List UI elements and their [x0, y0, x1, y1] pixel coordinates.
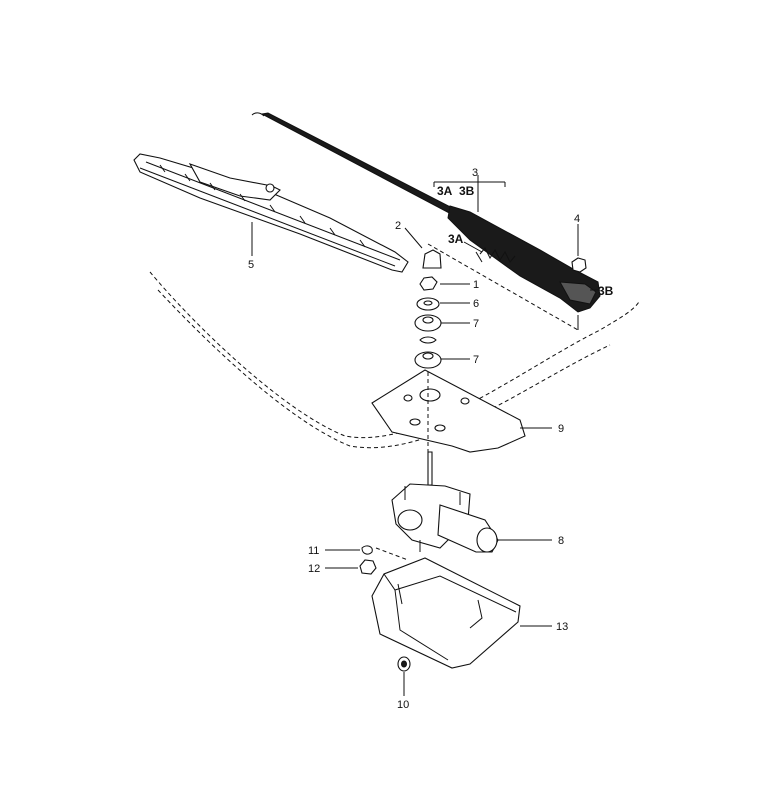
bushing-10: [397, 656, 411, 672]
callout-2: 2: [395, 220, 401, 232]
mounting-plate: [371, 369, 526, 453]
leader-2: [404, 227, 423, 249]
spacer: [419, 336, 437, 344]
callout-6: 6: [473, 298, 479, 310]
nut-4: [571, 257, 587, 273]
callout-8: 8: [558, 535, 564, 547]
spring-3a: [475, 247, 516, 263]
callout-3: 3: [472, 167, 478, 179]
cap-2: [422, 249, 442, 269]
callout-11: 11: [308, 545, 319, 557]
nut-1: [419, 276, 438, 291]
callout-3a: 3A: [448, 232, 464, 246]
callout-12: 12: [308, 563, 320, 575]
callout-13: 13: [556, 621, 568, 633]
clip-11: [361, 545, 373, 555]
wiper-blade: [133, 153, 409, 273]
callout-10: 10: [397, 699, 409, 711]
windshield-outline-inner: [157, 289, 611, 449]
callout-7-upper: 7: [473, 318, 479, 330]
leader-3a: [463, 241, 483, 253]
grommet-7-lower: [414, 351, 442, 369]
wiper-arm: [251, 112, 601, 313]
leader-3-bracket: [433, 175, 506, 212]
callout-1: 1: [473, 279, 479, 291]
callout-9: 9: [558, 423, 564, 435]
callout-7-lower: 7: [473, 354, 479, 366]
callout-5: 5: [248, 259, 254, 271]
nut-12: [359, 559, 377, 575]
callout-4: 4: [574, 213, 580, 225]
callout-3b-group: 3B: [459, 184, 475, 198]
wiper-motor: [391, 451, 499, 553]
assembly-axis: [427, 243, 579, 331]
cover-box: [371, 557, 521, 669]
callout-3a-group: 3A: [437, 184, 453, 198]
callout-3b: 3B: [598, 284, 614, 298]
